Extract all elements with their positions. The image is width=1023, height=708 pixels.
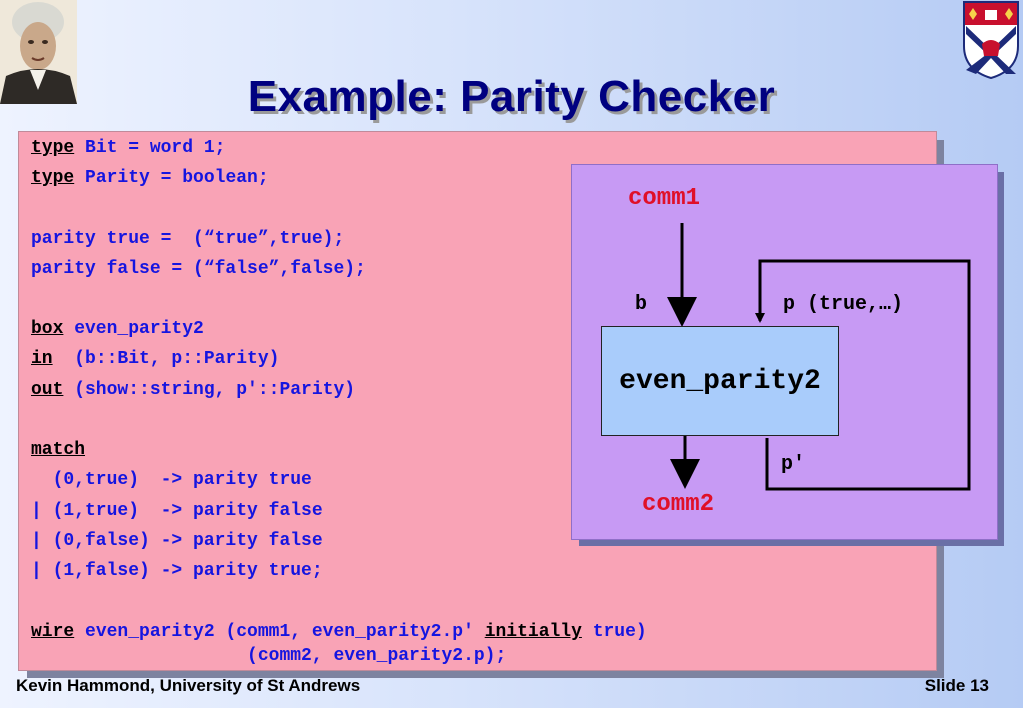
code-text: even_parity2 (comm1, even_parity2.p' xyxy=(74,622,485,642)
code-keyword: type xyxy=(31,168,75,188)
code-text: true) xyxy=(581,622,647,642)
code-keyword: initially xyxy=(484,622,582,642)
code-line: | (0,false) -> parity false xyxy=(31,531,323,551)
code-line: (0,true) -> parity true xyxy=(31,470,312,490)
code-line: type Bit = word 1; xyxy=(31,138,225,158)
wire-lines xyxy=(667,223,971,491)
footer-slide-number: Slide 13 xyxy=(924,676,989,695)
feedback-arrowhead xyxy=(755,313,765,323)
code-line: parity true = (“true”,true); xyxy=(31,229,345,249)
slide-title: Example: Parity Checker xyxy=(247,72,776,121)
port-p-prime-label: p′ xyxy=(781,453,806,476)
code-line: | (1,false) -> parity true; xyxy=(31,561,323,581)
code-line: type Parity = boolean; xyxy=(31,168,269,188)
code-line: (comm2, even_parity2.p); xyxy=(31,646,507,666)
code-line: wire even_parity2 (comm1, even_parity2.p… xyxy=(31,622,647,642)
output-wire-label: comm2 xyxy=(642,491,715,518)
code-text: (b::Bit, p::Parity) xyxy=(52,349,280,369)
code-text: Bit = word 1; xyxy=(74,138,226,158)
feedback-wire xyxy=(758,259,971,491)
code-text: Parity = boolean; xyxy=(74,168,269,188)
code-keyword: wire xyxy=(31,622,75,642)
code-keyword: type xyxy=(31,138,75,158)
portrait-image xyxy=(0,0,77,104)
university-crest-logo xyxy=(962,0,1020,80)
port-b-label: b xyxy=(635,293,648,316)
code-line: parity false = (“false”,false); xyxy=(31,259,366,279)
code-line: | (1,true) -> parity false xyxy=(31,501,323,521)
code-text: even_parity2 xyxy=(63,319,204,339)
box-diagram: comm1 b p (true,…) even_parity2 p′ comm2 xyxy=(571,164,998,540)
code-keyword: out xyxy=(31,380,64,400)
code-text: (show::string, p'::Parity) xyxy=(63,380,356,400)
even-parity2-box: even_parity2 xyxy=(601,326,839,436)
code-line: match xyxy=(31,440,85,460)
code-keyword: match xyxy=(31,440,86,460)
footer-author: Kevin Hammond, University of St Andrews xyxy=(16,676,361,695)
code-keyword: box xyxy=(31,319,64,339)
code-line: in (b::Bit, p::Parity) xyxy=(31,349,279,369)
code-keyword: in xyxy=(31,349,53,369)
port-p-label: p (true,…) xyxy=(783,293,904,316)
code-line: out (show::string, p'::Parity) xyxy=(31,380,355,400)
code-line: box even_parity2 xyxy=(31,319,204,339)
input-wire-label: comm1 xyxy=(628,185,701,212)
